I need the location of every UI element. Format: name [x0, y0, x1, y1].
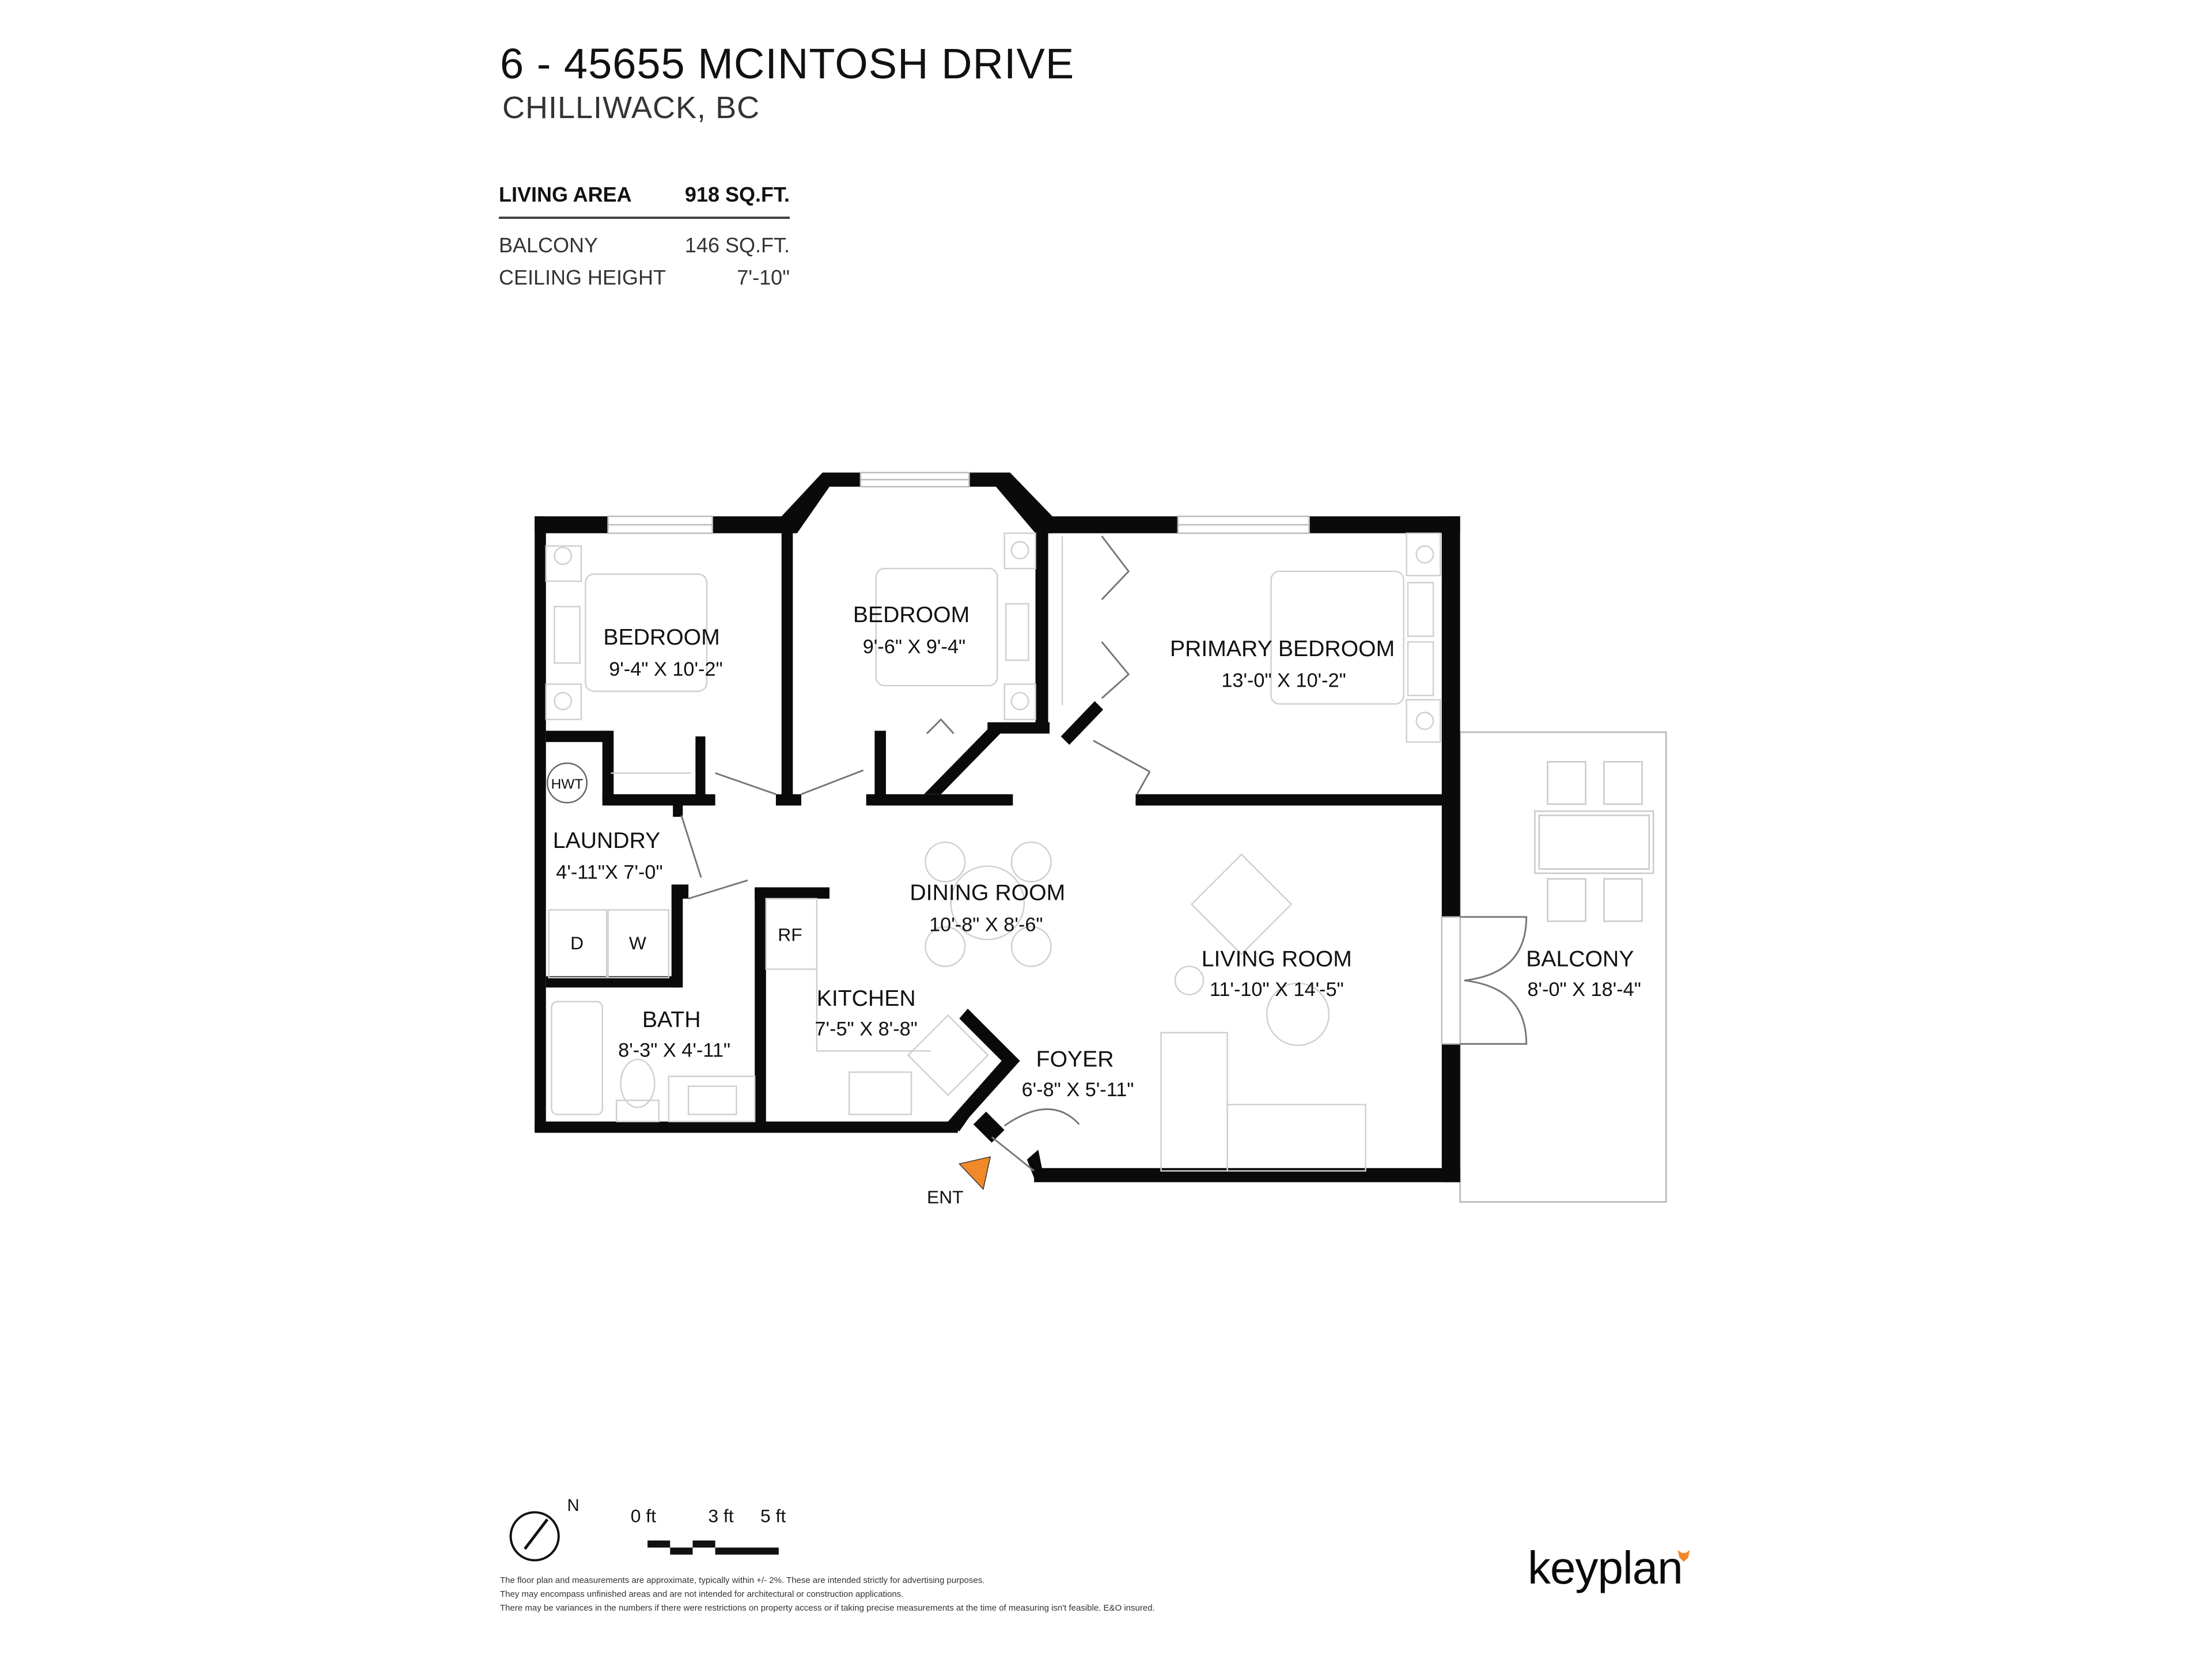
- property-address-title: 6 - 45655 MCINTOSH DRIVE: [500, 40, 1075, 88]
- room-labels: BEDROOM 9'-4" X 10'-2" BEDROOM 9'-6" X 9…: [553, 603, 1641, 1101]
- north-compass-icon: N: [509, 1496, 579, 1562]
- stat-value: 918 SQ.FT.: [684, 183, 790, 206]
- room-name: FOYER: [1036, 1047, 1114, 1071]
- room-dims: 8'-0" X 18'-4": [1527, 979, 1641, 1001]
- scale-label: 3 ft: [708, 1505, 733, 1526]
- north-label: N: [567, 1496, 579, 1515]
- walls: [535, 472, 1460, 1183]
- room-name: PRIMARY BEDROOM: [1170, 637, 1395, 661]
- room-name: BEDROOM: [603, 625, 719, 650]
- scale-label: 0 ft: [631, 1505, 656, 1526]
- doors: [680, 535, 1528, 1172]
- room-name: KITCHEN: [817, 986, 916, 1011]
- stat-value: 146 SQ.FT.: [684, 233, 790, 257]
- dryer-label: D: [570, 933, 584, 953]
- room-dims: 4'-11"X 7'-0": [556, 862, 662, 884]
- disclaimer-line: They may encompass unfinished areas and …: [500, 1589, 904, 1599]
- room-name: LAUNDRY: [553, 828, 661, 853]
- stat-value: 7'-10": [737, 266, 790, 289]
- room-dims: 11'-10" X 14'-5": [1210, 979, 1344, 1001]
- fixture-labels: HWT D W RF: [546, 762, 802, 953]
- brand-logo: keyplan: [1528, 1542, 1683, 1593]
- disclaimer-line: There may be variances in the numbers if…: [500, 1603, 1155, 1613]
- stat-divider: [499, 217, 790, 219]
- fridge-label: RF: [778, 924, 802, 945]
- windows: [607, 472, 1461, 1045]
- stat-balcony: BALCONY 146 SQ.FT.: [499, 229, 790, 262]
- scale-label: 5 ft: [760, 1505, 786, 1526]
- room-dims: 8'-3" X 4'-11": [618, 1039, 730, 1061]
- scale-bar: 0 ft 3 ft 5 ft: [631, 1505, 786, 1555]
- room-dims: 9'-4" X 10'-2": [609, 658, 722, 680]
- hwt-label: HWT: [551, 777, 584, 792]
- room-name: BALCONY: [1526, 947, 1634, 972]
- stat-label: CEILING HEIGHT: [499, 266, 666, 289]
- room-dims: 13'-0" X 10'-2": [1221, 670, 1346, 692]
- room-dims: 6'-8" X 5'-11": [1022, 1079, 1134, 1101]
- stat-living-area: LIVING AREA 918 SQ.FT.: [499, 179, 790, 211]
- stat-ceiling-height: CEILING HEIGHT 7'-10": [499, 262, 790, 294]
- entrance-marker-icon: [958, 1156, 991, 1191]
- entrance-label: ENT: [927, 1187, 964, 1207]
- fox-logo-icon: [1677, 1550, 1690, 1562]
- furniture: [545, 532, 1441, 1172]
- washer-label: W: [629, 933, 646, 953]
- room-name: LIVING ROOM: [1202, 947, 1352, 972]
- area-stats: LIVING AREA 918 SQ.FT. BALCONY 146 SQ.FT…: [499, 179, 790, 294]
- stat-label: BALCONY: [499, 233, 599, 257]
- room-name: DINING ROOM: [910, 880, 1065, 905]
- balcony-table-icon: [1534, 761, 1654, 922]
- stat-label: LIVING AREA: [499, 183, 632, 206]
- room-dims: 7'-5" X 8'-8": [815, 1018, 917, 1040]
- room-name: BATH: [642, 1007, 701, 1032]
- room-dims: 10'-8" X 8'-6": [929, 914, 1043, 935]
- disclaimer-line: The floor plan and measurements are appr…: [500, 1575, 985, 1585]
- disclaimer: The floor plan and measurements are appr…: [500, 1574, 1364, 1615]
- room-dims: 9'-6" X 9'-4": [863, 636, 965, 658]
- property-city: CHILLIWACK, BC: [502, 90, 760, 125]
- room-name: BEDROOM: [853, 603, 969, 627]
